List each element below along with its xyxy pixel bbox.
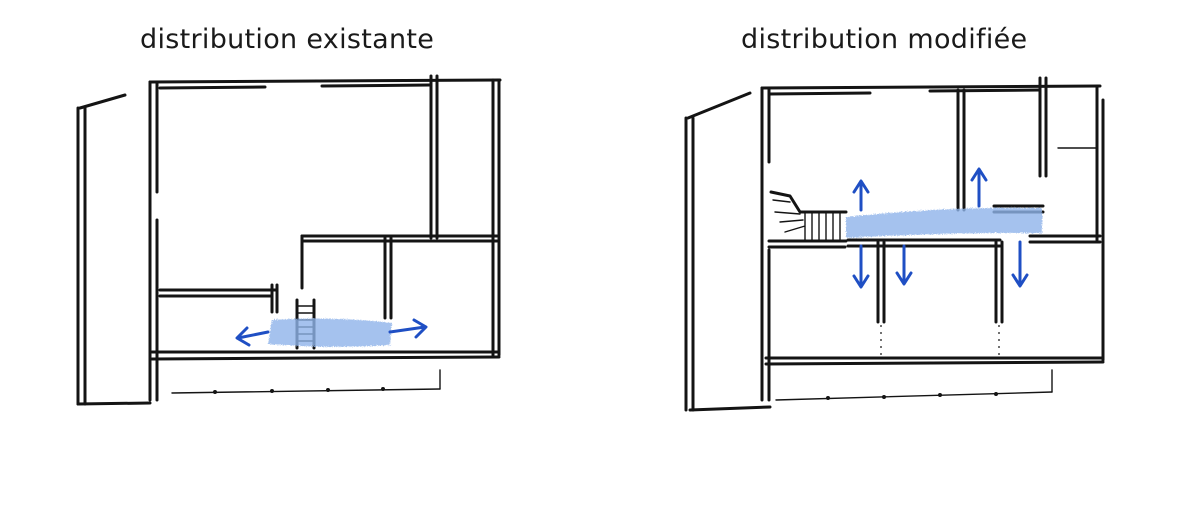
terrace-railing (171, 369, 441, 394)
interior-walls (158, 234, 499, 320)
exterior-walls (684, 76, 1105, 412)
circulation-zone (268, 318, 392, 347)
arrow-right-icon (388, 318, 428, 339)
plan-modified (684, 76, 1105, 412)
staircase (769, 190, 848, 243)
title-modified-layout: distribution modifiée (741, 24, 1028, 55)
arrow-up-icon (970, 167, 988, 208)
terrace-railing (775, 369, 1053, 401)
exterior-walls (76, 74, 502, 406)
arrow-up-icon (852, 179, 870, 212)
circulation-zone (846, 207, 1042, 238)
interior-walls (767, 88, 1102, 360)
title-existing-layout: distribution existante (140, 24, 435, 55)
circulation-arrows (235, 318, 428, 347)
arrow-down-icon (852, 244, 870, 289)
arrow-down-icon (1011, 240, 1029, 288)
arrow-down-icon (895, 244, 913, 286)
circulation-arrows (852, 167, 1029, 289)
arrow-left-icon (235, 326, 270, 347)
plan-existing (76, 74, 502, 406)
